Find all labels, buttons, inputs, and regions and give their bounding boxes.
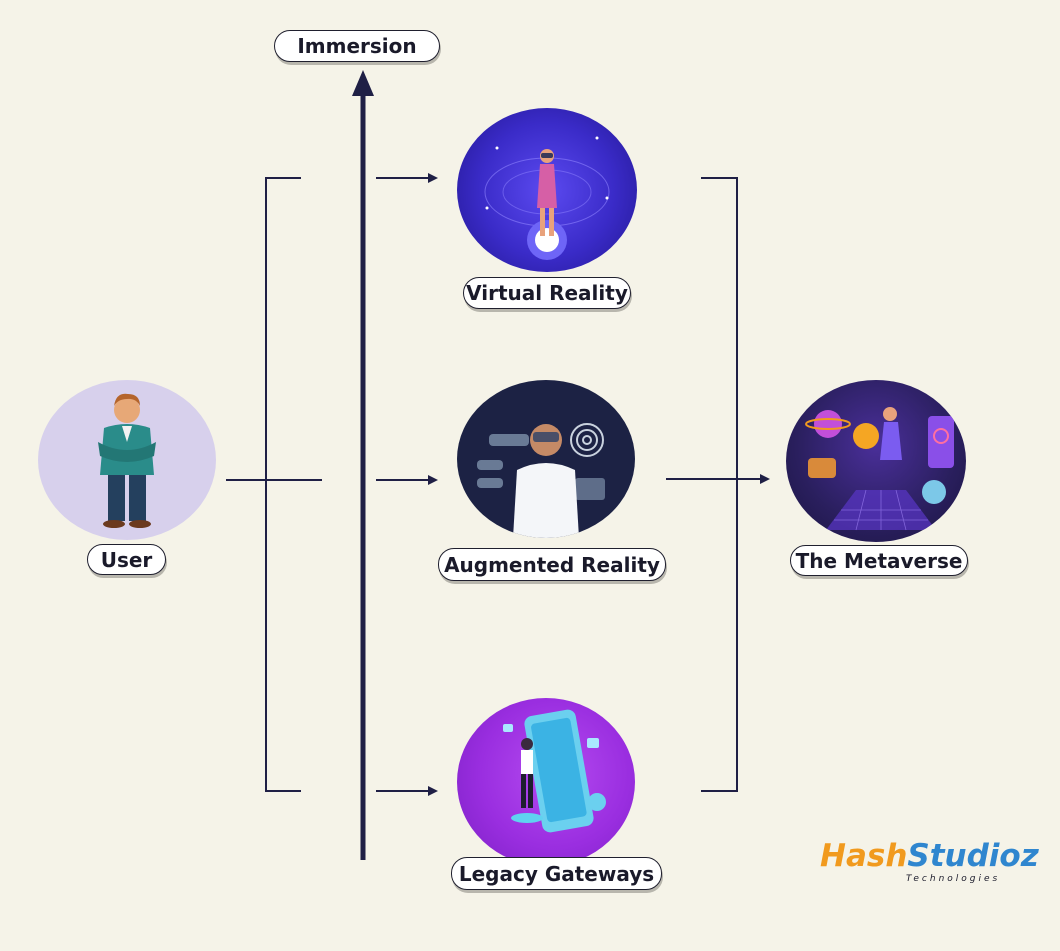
hashstudioz-logo: HashStudioz Technologies xyxy=(820,838,1039,888)
virtual-reality-label: Virtual Reality xyxy=(463,277,631,309)
the-metaverse-label: The Metaverse xyxy=(790,545,968,576)
augmented-reality-label: Augmented Reality xyxy=(438,548,666,581)
metaverse-illustration xyxy=(786,380,966,542)
logo-wordmark: HashStudioz xyxy=(820,838,1039,874)
logo-brand-part1: Hash xyxy=(820,838,908,874)
virtual-reality-illustration xyxy=(457,108,637,272)
left-bracket xyxy=(265,177,301,792)
user-illustration xyxy=(38,380,216,540)
logo-tagline: Technologies xyxy=(906,874,1001,884)
legacy-gateways-label: Legacy Gateways xyxy=(451,857,662,890)
augmented-reality-illustration xyxy=(457,380,635,538)
immersion-arrowhead xyxy=(352,70,374,96)
right-bracket xyxy=(701,177,738,792)
logo-brand-part2: Studioz xyxy=(907,838,1039,874)
user-label: User xyxy=(87,544,166,575)
legacy-gateways-illustration xyxy=(457,698,635,866)
immersion-label: Immersion xyxy=(274,30,440,62)
